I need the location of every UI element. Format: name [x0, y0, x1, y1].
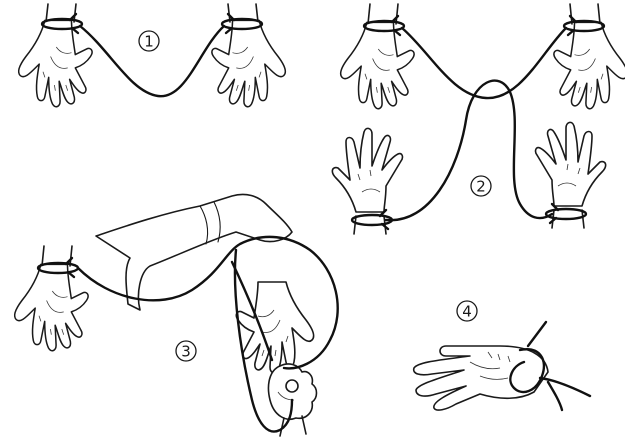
step-2-crossing-string [386, 81, 552, 221]
step-3-number: 3 [181, 343, 191, 361]
step-4-hand [414, 346, 548, 410]
step-4-number: 4 [462, 303, 472, 321]
step-2-number: 2 [476, 178, 486, 196]
step-4-figure: 4 [414, 301, 590, 410]
step-4-string-end-top [528, 322, 546, 346]
step-1-figure: 1 [19, 4, 286, 107]
step-4-marker: 4 [457, 301, 477, 321]
step-2-top-right-hand [554, 4, 625, 109]
step-3-left-hand [15, 246, 88, 351]
step-2-bottom-left-hand [332, 128, 402, 234]
step-3-loop-string [78, 237, 338, 368]
step-2-marker: 2 [471, 176, 491, 196]
step-1-right-hand [212, 4, 285, 107]
step-2-top-string [402, 28, 566, 98]
step-1-left-hand [19, 4, 92, 107]
step-3-figure: 3 [15, 194, 338, 436]
step-3-marker: 3 [176, 341, 196, 361]
step-2-bottom-right-hand [536, 122, 606, 228]
step-2-figure: 2 [332, 4, 625, 234]
step-2-top-left-hand [341, 4, 414, 109]
step-1-marker: 1 [139, 31, 159, 51]
step-1-number: 1 [144, 33, 154, 51]
step-4-string-end-right [540, 378, 590, 396]
step-4-string-end-bottom [548, 382, 562, 410]
